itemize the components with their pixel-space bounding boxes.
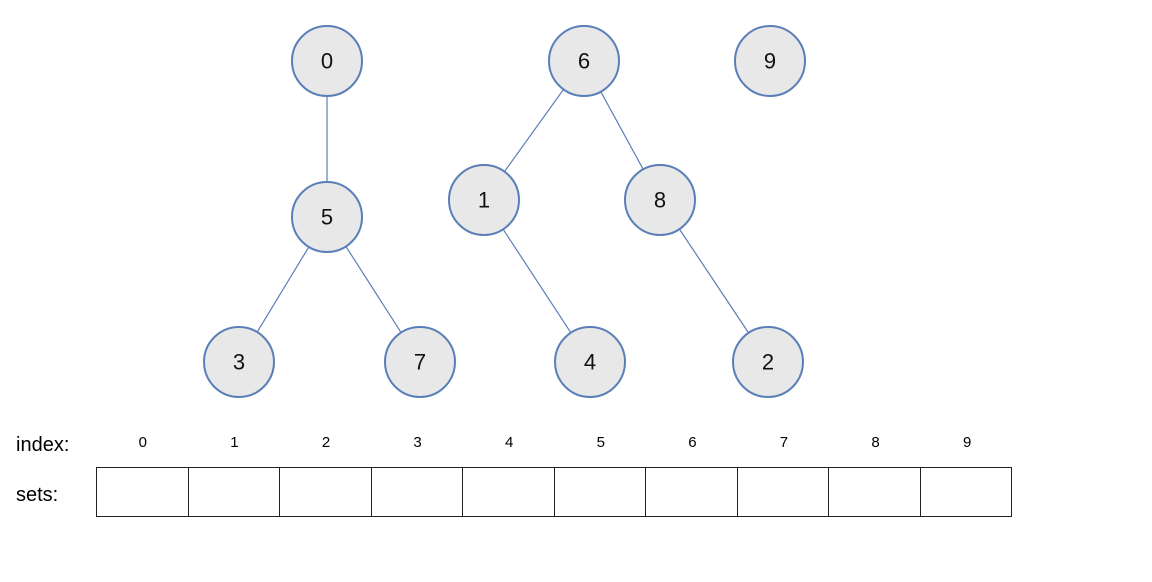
set-cell-5[interactable] xyxy=(555,468,646,516)
sets-array xyxy=(96,467,1012,517)
index-row: 0 1 2 3 4 5 6 7 8 9 xyxy=(97,434,1013,454)
edge-1-4 xyxy=(502,228,572,334)
node-label-9: 9 xyxy=(764,49,776,74)
node-7: 7 xyxy=(384,326,456,398)
nodes-layer: 0 6 9 5 1 8 3 7 4 2 xyxy=(203,25,806,398)
set-cell-1[interactable] xyxy=(189,468,280,516)
index-row-label: index: xyxy=(16,434,70,456)
node-circle-5 xyxy=(291,181,363,253)
node-5: 5 xyxy=(291,181,363,253)
node-circle-9 xyxy=(734,25,806,97)
set-cell-9[interactable] xyxy=(921,468,1012,516)
index-3: 3 xyxy=(413,434,422,451)
index-6: 6 xyxy=(688,434,697,451)
set-cell-6[interactable] xyxy=(646,468,738,516)
edge-8-2 xyxy=(678,228,750,334)
node-0: 0 xyxy=(291,25,363,97)
node-circle-6 xyxy=(548,25,620,97)
set-cell-7[interactable] xyxy=(738,468,829,516)
node-circle-2 xyxy=(732,326,804,398)
node-label-6: 6 xyxy=(578,49,590,74)
node-9: 9 xyxy=(734,25,806,97)
node-circle-1 xyxy=(448,164,520,236)
node-label-7: 7 xyxy=(414,350,426,375)
set-cell-4[interactable] xyxy=(463,468,555,516)
node-3: 3 xyxy=(203,326,275,398)
index-4: 4 xyxy=(505,434,514,451)
node-circle-0 xyxy=(291,25,363,97)
node-4: 4 xyxy=(554,326,626,398)
edges-layer xyxy=(256,89,750,334)
edge-5-7 xyxy=(345,246,402,333)
node-label-5: 5 xyxy=(321,205,333,230)
node-1: 1 xyxy=(448,164,520,236)
index-2: 2 xyxy=(321,434,331,451)
node-8: 8 xyxy=(624,164,696,236)
node-label-0: 0 xyxy=(321,49,333,74)
index-0: 0 xyxy=(138,434,147,451)
index-5: 5 xyxy=(596,434,605,451)
index-8: 8 xyxy=(871,434,880,451)
set-cell-8[interactable] xyxy=(829,468,921,516)
set-cell-2[interactable] xyxy=(280,468,372,516)
node-circle-4 xyxy=(554,326,626,398)
node-circle-7 xyxy=(384,326,456,398)
index-1: 1 xyxy=(230,434,239,451)
node-label-1: 1 xyxy=(478,188,490,213)
edge-6-8 xyxy=(600,91,644,170)
index-9: 9 xyxy=(962,434,972,451)
node-label-8: 8 xyxy=(654,188,666,213)
set-cell-3[interactable] xyxy=(372,468,463,516)
node-label-3: 3 xyxy=(233,350,245,375)
sets-row-label: sets: xyxy=(16,484,59,506)
node-circle-3 xyxy=(203,326,275,398)
index-7: 7 xyxy=(779,434,789,451)
node-6: 6 xyxy=(548,25,620,97)
set-cell-0[interactable] xyxy=(97,468,189,516)
node-2: 2 xyxy=(732,326,804,398)
edge-6-1 xyxy=(503,89,565,172)
edge-5-3 xyxy=(256,246,310,333)
node-circle-8 xyxy=(624,164,696,236)
node-label-4: 4 xyxy=(584,350,596,375)
node-label-2: 2 xyxy=(762,350,774,375)
